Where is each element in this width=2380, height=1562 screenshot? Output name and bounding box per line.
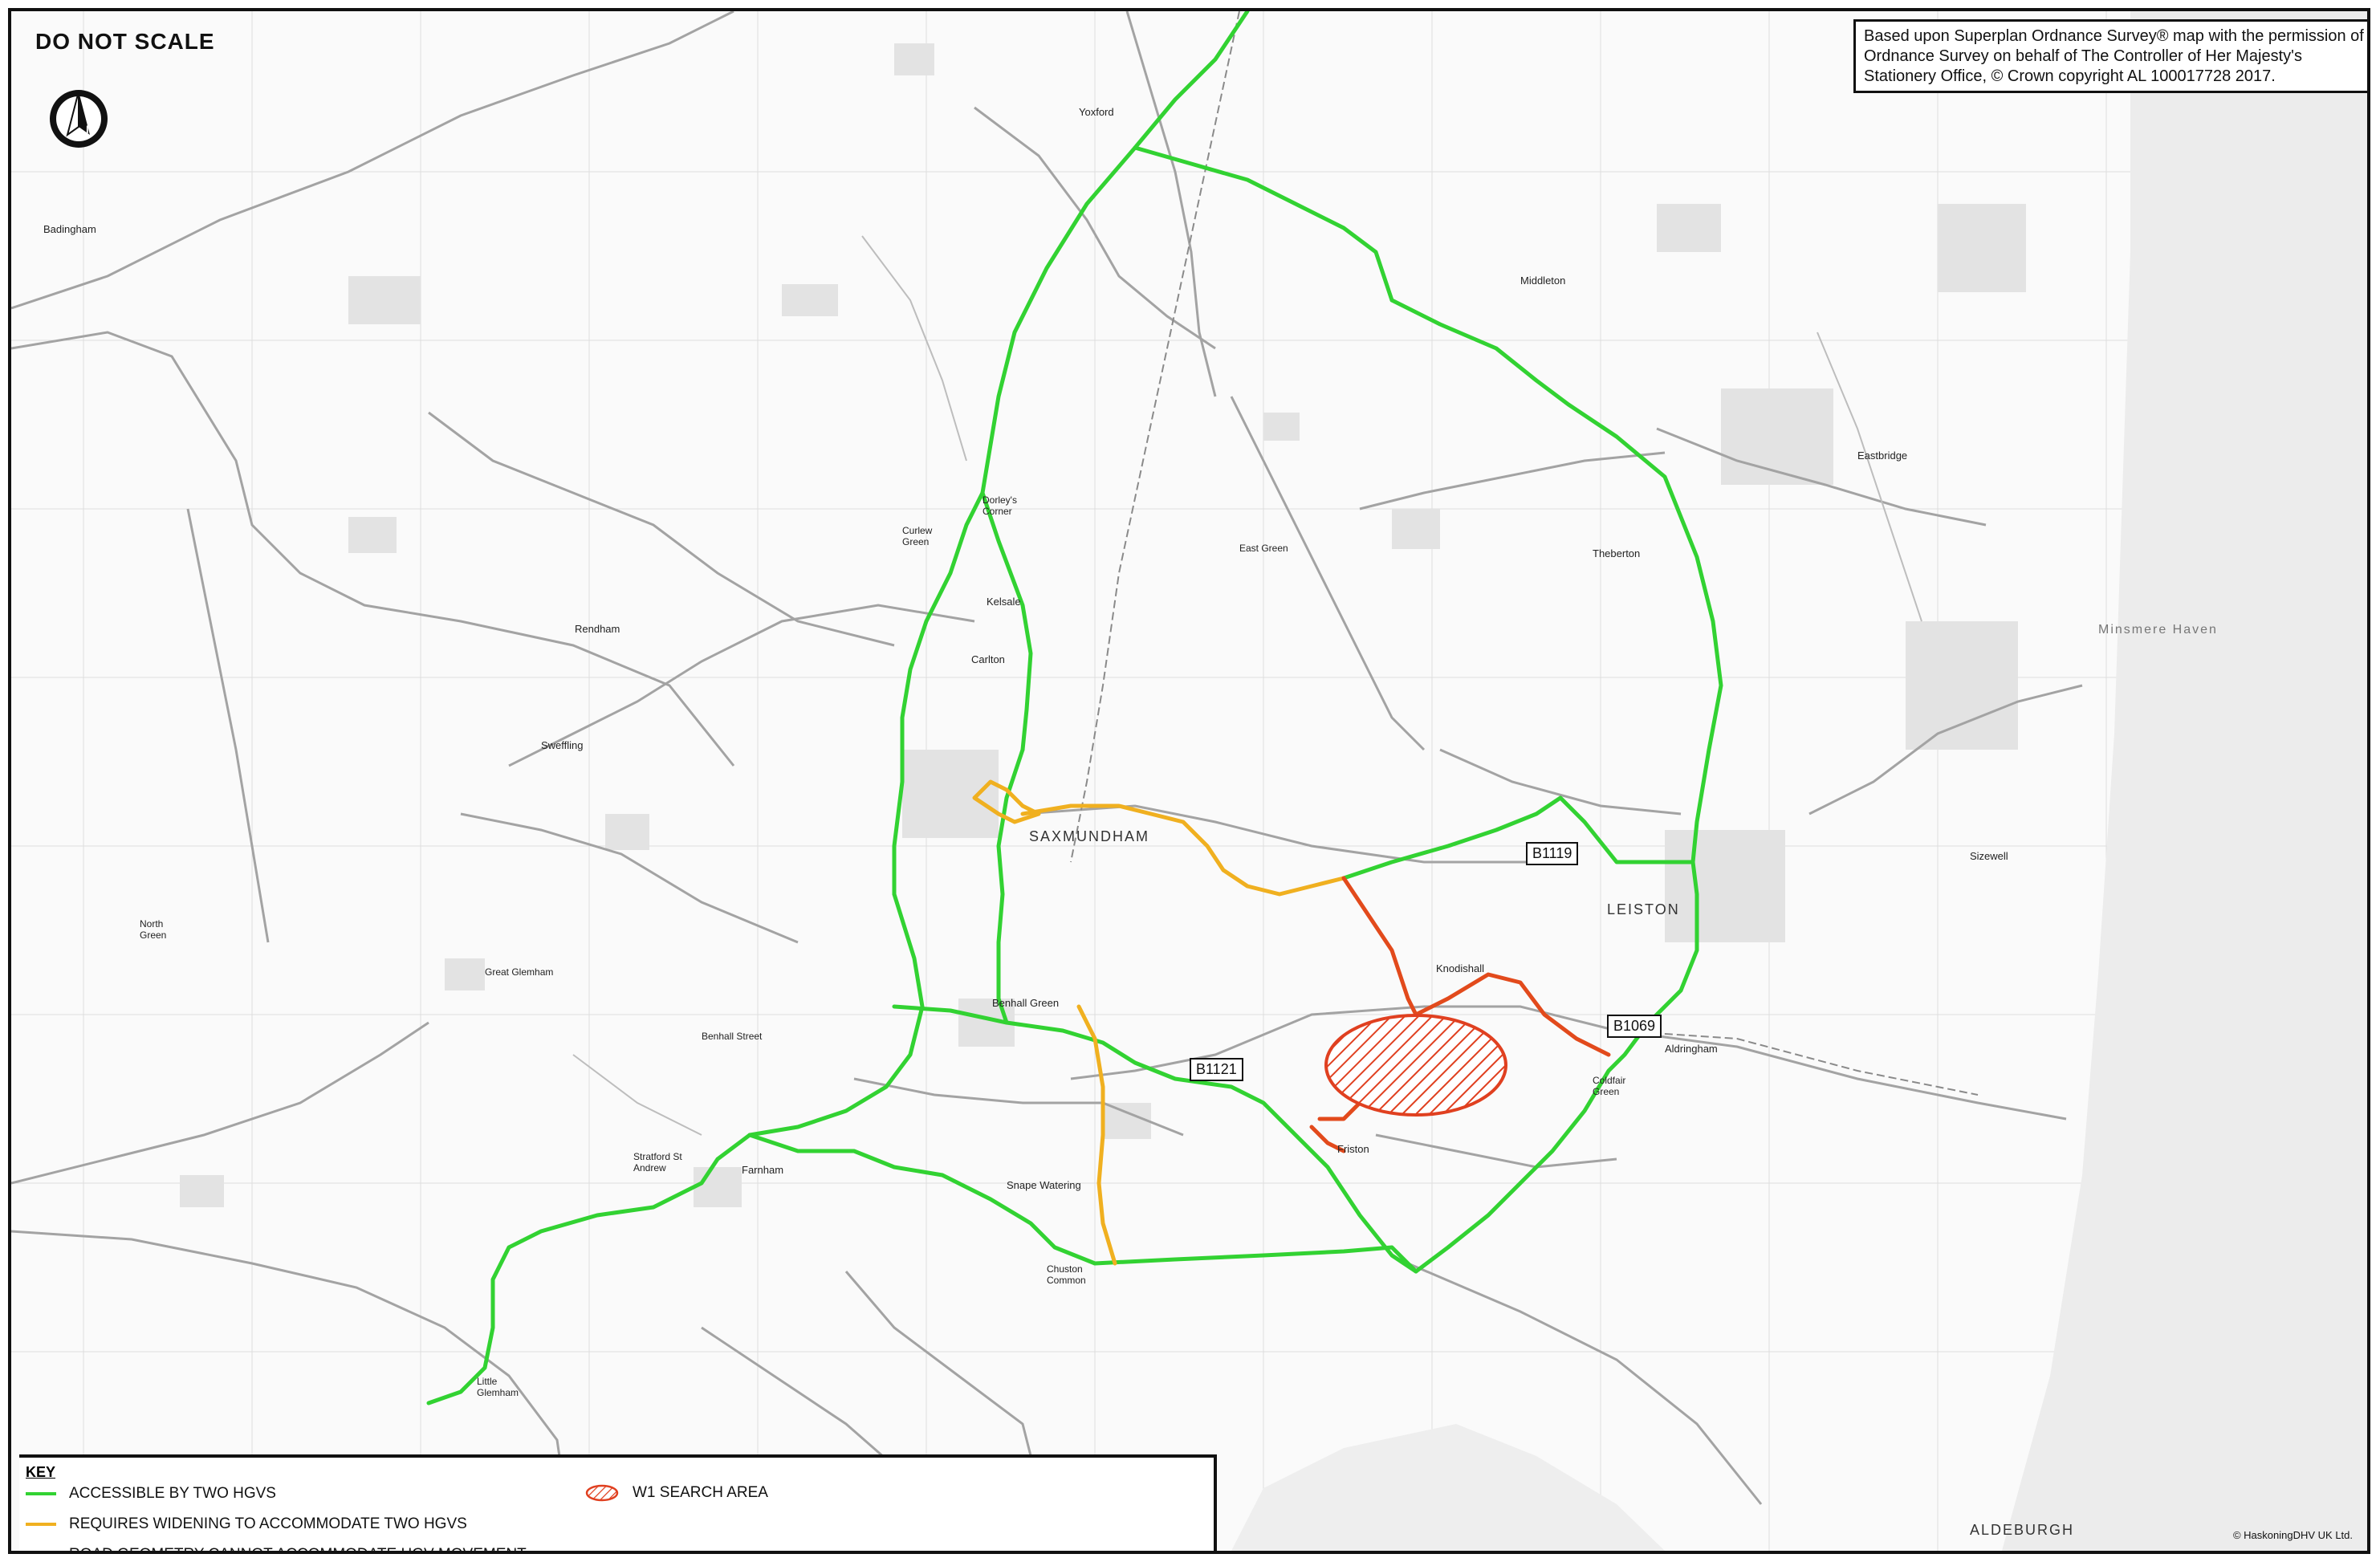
legend-item-no-hgv: ROAD GEOMETRY CANNOT ACCOMMODATE HGV MOV… <box>26 1546 527 1554</box>
label-aldeburgh: ALDEBURGH <box>1970 1522 2075 1538</box>
label-snape-watering: Snape Watering <box>1007 1179 1081 1191</box>
label-carlton: Carlton <box>971 653 1005 665</box>
map-canvas[interactable]: SAXMUNDHAM LEISTON ALDEBURGH Minsmere Ha… <box>8 8 2370 1554</box>
label-benhall-street: Benhall Street <box>702 1031 763 1042</box>
legend-swatch-orange <box>26 1523 56 1526</box>
label-knodishall: Knodishall <box>1436 962 1484 974</box>
label-chuston-common: Chuston Common <box>1047 1263 1086 1286</box>
road-label-b1119: B1119 <box>1526 842 1579 865</box>
legend-label-no-hgv: ROAD GEOMETRY CANNOT ACCOMMODATE HGV MOV… <box>69 1546 527 1551</box>
legend-swatch-green <box>26 1492 56 1495</box>
widening-required-routes <box>972 779 1346 1266</box>
label-kelsale: Kelsale <box>987 596 1021 608</box>
label-coldfair-green: Coldfair Green <box>1593 1075 1626 1097</box>
label-north-green: North Green <box>140 918 167 941</box>
label-aldringham: Aldringham <box>1665 1043 1718 1055</box>
map-layer <box>11 11 2367 1551</box>
legend-item-accessible: ACCESSIBLE BY TWO HGVS <box>26 1485 276 1503</box>
credit-text: © HaskoningDHV UK Ltd. <box>2232 1529 2353 1541</box>
sea-area <box>2002 11 2367 1551</box>
label-benhall-green: Benhall Green <box>992 997 1060 1009</box>
label-great-glemham: Great Glemham <box>485 966 554 978</box>
road-label-b1069: B1069 <box>1607 1015 1662 1038</box>
road-label-b1121: B1121 <box>1190 1058 1243 1081</box>
woodland-blocks <box>180 43 2026 1207</box>
legend-label-widening: REQUIRES WIDENING TO ACCOMMODATE TWO HGV… <box>69 1515 467 1532</box>
road-network <box>11 11 2083 1551</box>
label-farnham: Farnham <box>742 1164 784 1176</box>
label-minsmere: Minsmere Haven <box>2098 623 2218 637</box>
legend-label-search-area: W1 SEARCH AREA <box>633 1484 768 1501</box>
label-leiston: LEISTON <box>1607 901 1680 917</box>
legend-label-accessible: ACCESSIBLE BY TWO HGVS <box>69 1485 276 1502</box>
label-friston: Friston <box>1337 1143 1369 1155</box>
label-badingham: Badingham <box>43 223 96 235</box>
legend-title: KEY <box>26 1464 56 1480</box>
estuary-area <box>1231 1424 1665 1551</box>
legend-item-search-area: W1 SEARCH AREA <box>584 1483 768 1503</box>
label-middleton: Middleton <box>1520 275 1566 287</box>
label-sweffling: Sweffling <box>541 739 584 751</box>
legend-swatch-red <box>26 1553 56 1554</box>
hgv-accessible-routes <box>426 11 1723 1405</box>
legend-item-widening: REQUIRES WIDENING TO ACCOMMODATE TWO HGV… <box>26 1515 467 1533</box>
label-eastbridge: Eastbridge <box>1857 449 1908 462</box>
label-curlew-green: Curlew Green <box>902 525 933 547</box>
rivers <box>572 235 1922 1136</box>
hatched-ellipse-icon <box>585 1484 619 1502</box>
label-little-glemham: Little Glemham <box>477 1376 519 1398</box>
label-stratford-st-andrew: Stratford St Andrew <box>633 1151 682 1174</box>
do-not-scale-note: DO NOT SCALE <box>35 29 215 54</box>
north-arrow-icon: N <box>47 87 111 155</box>
label-saxmundham: SAXMUNDHAM <box>1029 828 1150 844</box>
label-rendham: Rendham <box>575 623 620 635</box>
label-theberton: Theberton <box>1593 547 1641 559</box>
label-dorleys-corner: Dorley's Corner <box>983 494 1017 517</box>
label-sizewell: Sizewell <box>1970 850 2008 862</box>
label-yoxford: Yoxford <box>1079 106 1114 118</box>
copyright-notice: Based upon Superplan Ordnance Survey® ma… <box>1853 19 2367 93</box>
svg-text:N: N <box>86 123 94 136</box>
label-east-green: East Green <box>1239 543 1288 554</box>
legend-panel: KEY ACCESSIBLE BY TWO HGVS REQUIRES WIDE… <box>19 1454 1217 1554</box>
railway-branch <box>1616 1030 1979 1096</box>
railway-line <box>1070 11 1240 863</box>
w1-search-area[interactable] <box>1324 1014 1507 1117</box>
